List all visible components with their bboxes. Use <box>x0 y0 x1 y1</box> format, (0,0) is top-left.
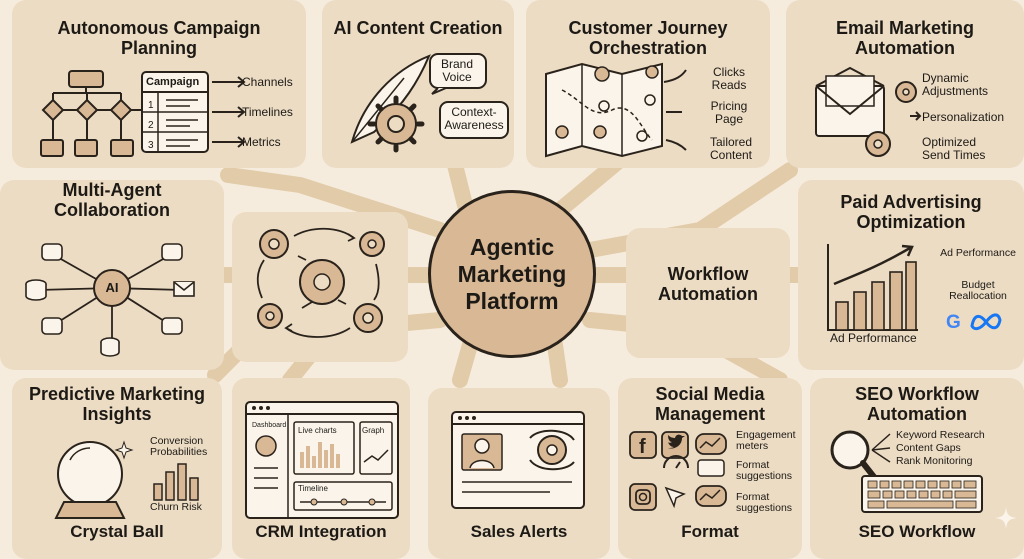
context-awareness-label: Context-Awareness <box>444 105 504 132</box>
crm-integration-panel: Dashboard Live charts Graph Timeline CRM… <box>232 378 410 559</box>
journey-map-icon <box>545 62 687 158</box>
social-caption: Format <box>681 522 739 541</box>
context-awareness-bubble <box>439 101 509 139</box>
social-media-panel: Social Media Management f Engagement met… <box>618 378 802 559</box>
workflow-automation-panel: Workflow Automation <box>626 228 790 358</box>
predictive-insights-panel: Predictive Marketing Insights Conversion… <box>12 378 222 559</box>
sales-alerts-window <box>451 411 585 509</box>
campaign-row-1: 1 <box>148 100 154 111</box>
multi-agent-title: Multi-Agent Collaboration <box>54 180 170 220</box>
workflow-automation-title: Workflow Automation <box>658 264 758 304</box>
paid-caption: Ad Performance <box>830 331 917 345</box>
multi-agent-panel: Multi-Agent Collaboration AI <box>0 180 224 370</box>
crystal-ball-icon <box>54 440 134 519</box>
campaign-row-2: 2 <box>148 120 154 131</box>
journey-output-clicks: Clicks Reads <box>711 65 747 92</box>
email-marketing-title: Email Marketing Automation <box>835 18 975 58</box>
keyboard-icon <box>861 475 983 513</box>
gear-cluster-icon <box>256 227 385 338</box>
campaign-output-channels: Channels <box>242 75 293 89</box>
seo-label-keyword-research: Keyword Research <box>896 429 985 441</box>
mini-bar-chart <box>153 463 199 501</box>
content-creation-panel: AI Content Creation Brand Voice Context-… <box>322 0 514 168</box>
crm-widget-live-charts: Live charts <box>298 426 337 435</box>
paid-label-budget: Budget Reallocation <box>949 279 1007 302</box>
seo-label-content-gaps: Content Gaps <box>896 442 961 454</box>
flowchart-icon <box>40 70 141 157</box>
social-label-engagement: Engagement meters <box>736 429 796 452</box>
conversion-probabilities-label: Conversion Probabilities <box>150 435 208 458</box>
seo-workflow-panel: SEO Workflow Automation Keyword Research… <box>810 378 1024 559</box>
social-label-format-1: Format suggestions <box>736 459 793 482</box>
social-label-format-2: Format suggestions <box>736 491 793 514</box>
crm-dashboard-window <box>245 401 399 519</box>
sparkle-icon <box>995 507 1017 529</box>
campaign-output-timelines: Timelines <box>242 105 293 119</box>
crm-widget-timeline: Timeline <box>298 484 328 493</box>
google-meta-icon: G <box>946 312 1002 333</box>
crm-caption: CRM Integration <box>255 522 387 541</box>
sales-alerts-panel: Sales Alerts <box>428 388 610 559</box>
campaign-card-title: Campaign <box>146 76 200 88</box>
crm-widget-graph: Graph <box>362 426 385 435</box>
campaign-output-arrows <box>212 76 246 148</box>
journey-output-pricing: Pricing Page <box>710 99 748 126</box>
quill-gear-icon <box>350 54 431 153</box>
email-output-personalization: Personalization <box>922 110 1005 124</box>
customer-journey-title: Customer Journey Orchestration <box>568 18 728 58</box>
seo-workflow-title: SEO Workflow Automation <box>855 384 979 424</box>
growth-chart-icon <box>827 244 918 331</box>
campaign-card <box>141 71 209 153</box>
content-creation-title: AI Content Creation <box>333 18 503 38</box>
seo-caption: SEO Workflow <box>858 522 976 541</box>
paid-label-ad-performance: Ad Performance <box>940 247 1016 259</box>
campaign-planning-title: Autonomous Campaign Planning <box>57 18 261 58</box>
sales-alerts-caption: Sales Alerts <box>470 522 568 541</box>
seo-label-connectors <box>871 433 891 463</box>
predictive-insights-title: Predictive Marketing Insights <box>28 384 206 424</box>
campaign-output-metrics: Metrics <box>242 135 281 149</box>
agent-network-icon <box>25 243 195 357</box>
journey-output-tailored: Tailored Content <box>709 135 753 162</box>
gear-cluster-panel <box>232 212 408 362</box>
predictive-caption: Crystal Ball <box>70 522 164 541</box>
central-hub-title: Agentic Marketing Platform <box>457 233 567 314</box>
brand-voice-bubble <box>429 53 487 95</box>
central-hub: Agentic Marketing Platform <box>428 190 596 358</box>
envelope-gear-icon <box>815 66 922 157</box>
campaign-planning-panel: Autonomous Campaign Planning Campaign 1 <box>12 0 306 168</box>
svg-text:G: G <box>946 312 961 333</box>
paid-advertising-panel: Paid Advertising Optimization Ad Perform… <box>798 180 1024 370</box>
campaign-row-3: 3 <box>148 140 154 151</box>
email-output-send-times: Optimized Send Times <box>922 135 986 162</box>
paid-advertising-title: Paid Advertising Optimization <box>840 192 982 232</box>
ai-core-label: AI <box>105 280 119 295</box>
svg-text:f: f <box>639 436 646 458</box>
email-marketing-panel: Email Marketing Automation Dynamic Adjus… <box>786 0 1024 168</box>
social-media-title: Social Media Management <box>654 384 766 424</box>
brand-voice-label: Brand Voice <box>440 57 474 84</box>
magnifier-icon <box>830 430 881 485</box>
social-icons: f <box>629 431 727 511</box>
customer-journey-panel: Customer Journey Orchestration Clicks Re… <box>526 0 770 168</box>
crm-widget-dashboard: Dashboard <box>252 422 287 429</box>
seo-label-rank-monitoring: Rank Monitoring <box>896 455 973 467</box>
churn-risk-label: Churn Risk <box>150 501 202 513</box>
email-output-dynamic: Dynamic Adjustments <box>922 71 989 98</box>
